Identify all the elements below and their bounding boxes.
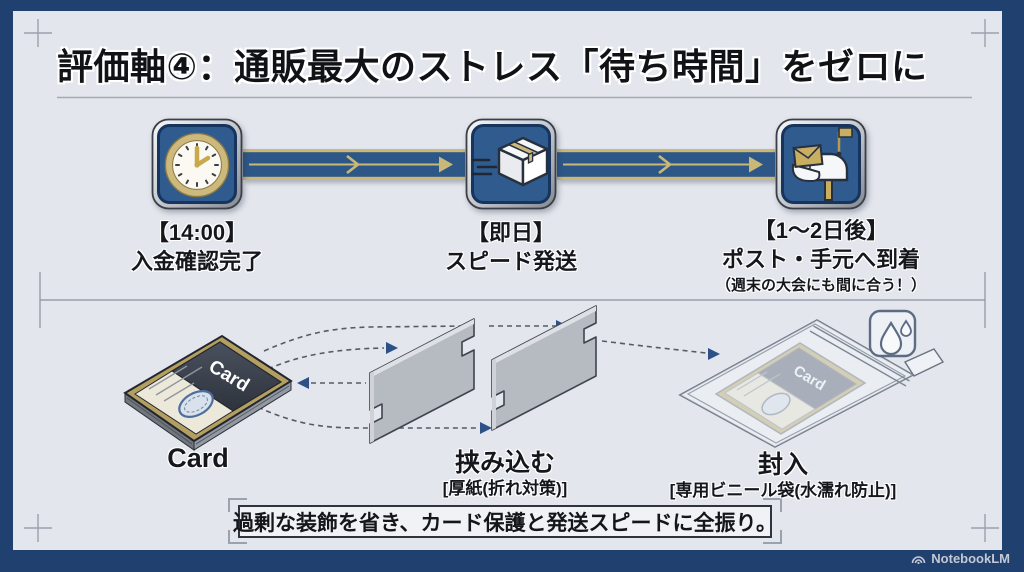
summary-banner: 過剰な装飾を省き、カード保護と発送スピードに全振り。	[233, 505, 777, 538]
page-title: 評価軸④：通販最大のストレス「待ち時間」をゼロに	[57, 46, 928, 87]
watermark: NotebookLM	[911, 551, 1010, 566]
mailbox-icon	[775, 118, 867, 210]
timeline-step-2-label: 【即日】 スピード発送	[401, 218, 621, 276]
summary-banner-text: 過剰な装飾を省き、カード保護と発送スピードに全振り。	[232, 511, 778, 535]
step-time: 【1〜2日後】	[753, 218, 889, 243]
watermark-text: NotebookLM	[931, 551, 1010, 566]
timeline-connector-2	[557, 149, 775, 180]
seal-label: 封入 [専用ビニール袋(水濡れ防止)]	[669, 451, 897, 500]
timeline-step-3-label: 【1〜2日後】 ポスト・手元へ到着 （週末の大会にも間に合う！）	[681, 216, 961, 296]
chevron-right-icon	[346, 154, 361, 175]
slide-panel	[13, 11, 1002, 550]
step-text: 入金確認完了	[130, 249, 263, 274]
timeline-step-1-label: 【14:00】 入金確認完了	[87, 218, 307, 276]
arrow-right-icon	[749, 156, 763, 173]
step-time: 【即日】	[466, 220, 555, 245]
timeline-connector-1	[243, 149, 465, 180]
step-text: ポスト・手元へ到着	[721, 247, 920, 272]
step-note: （週末の大会にも間に合う！）	[715, 277, 926, 294]
card-label: Card	[167, 443, 229, 473]
step-time: 【14:00】	[146, 220, 248, 245]
arrow-right-icon	[439, 156, 453, 173]
clock-icon	[151, 118, 243, 210]
chevron-right-icon	[658, 154, 673, 175]
notebooklm-logo-icon	[911, 556, 926, 565]
sandwich-label: 挟み込む [厚紙(折れ対策)]	[442, 449, 568, 498]
step-text: スピード発送	[444, 249, 577, 274]
speed-box-icon	[465, 118, 557, 210]
